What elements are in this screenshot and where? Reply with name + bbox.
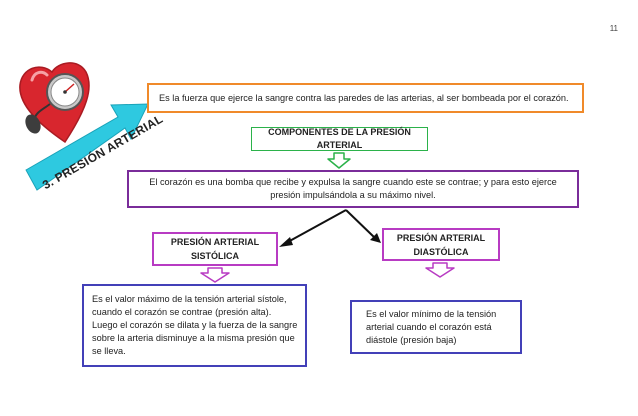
heart-explanation-box: El corazón es una bomba que recibe y exp… [127,170,579,208]
sistolica-description-box: Es el valor máximo de la tensión arteria… [82,284,307,367]
diastolica-description: Es el valor mínimo de la tensión arteria… [366,308,514,347]
down-arrow-icon [201,268,229,282]
heart-explanation-text: El corazón es una bomba que recibe y exp… [147,176,559,202]
down-arrow-icon [328,153,350,168]
components-heading: COMPONENTES DE LA PRESIÓN ARTERIAL [251,127,428,151]
sistolica-description: Es el valor máximo de la tensión arteria… [92,293,299,358]
page-number: 11 [610,24,618,33]
components-heading-text: COMPONENTES DE LA PRESIÓN ARTERIAL [252,126,427,152]
diastolica-description-box: Es el valor mínimo de la tensión arteria… [350,300,522,354]
diastolica-title-box: PRESIÓN ARTERIAL DIASTÓLICA [382,228,500,261]
definition-box: Es la fuerza que ejerce la sangre contra… [147,83,584,113]
definition-text: Es la fuerza que ejerce la sangre contra… [159,92,569,105]
down-arrow-icon [426,263,454,277]
heart-blood-pressure-icon [20,63,89,142]
sistolica-title: PRESIÓN ARTERIAL SISTÓLICA [167,235,263,263]
sistolica-title-box: PRESIÓN ARTERIAL SISTÓLICA [152,232,278,266]
diastolica-title: PRESIÓN ARTERIAL DIASTÓLICA [395,231,487,259]
